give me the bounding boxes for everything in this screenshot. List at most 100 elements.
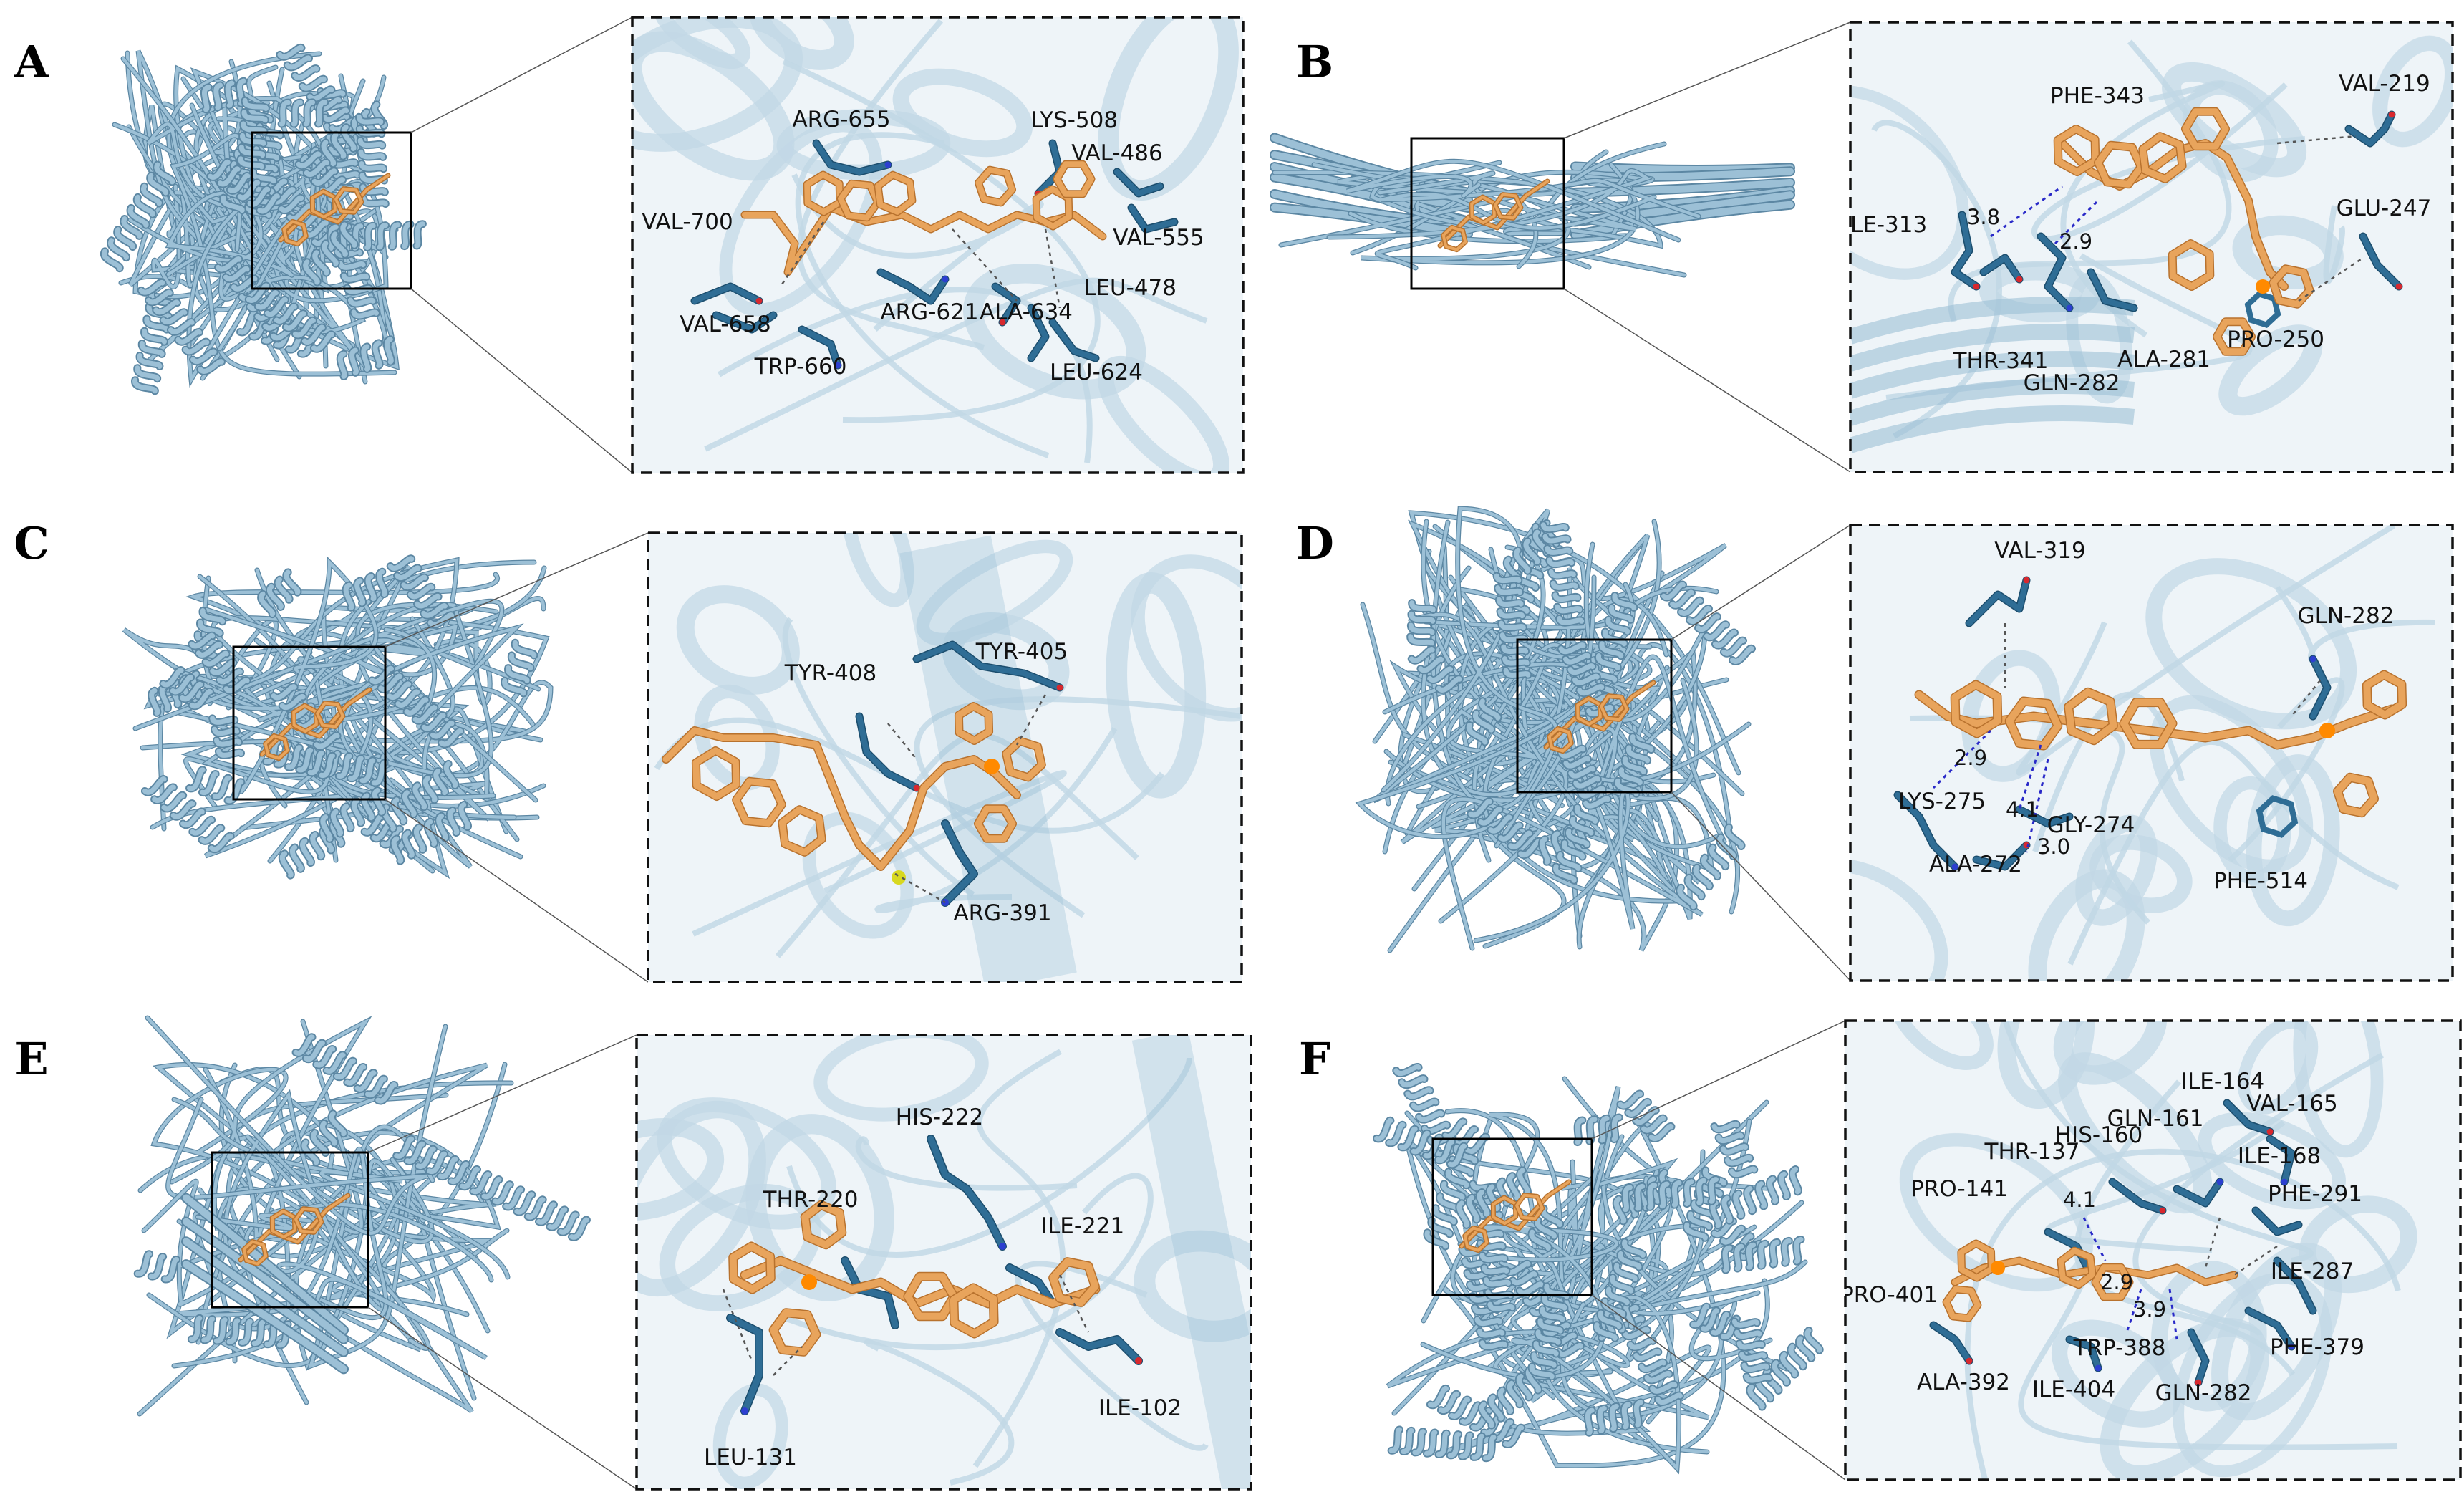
ligand-ring bbox=[2334, 774, 2378, 817]
residue-bond bbox=[2310, 656, 2330, 719]
residue-label: THR-137 bbox=[1984, 1139, 2080, 1165]
residue-label: PHE-343 bbox=[2050, 83, 2145, 109]
helix-turn bbox=[202, 78, 246, 112]
ligand-ring bbox=[804, 172, 843, 215]
ligand-bond bbox=[1460, 1180, 1570, 1248]
zoom-panel-d: VAL-319GLN-282LYS-275GLY-274ALA-272PHE-5… bbox=[1850, 525, 2453, 981]
loop bbox=[1474, 722, 1751, 943]
helix-ghost bbox=[1997, 1021, 2095, 1109]
helix-turn bbox=[1585, 1400, 1643, 1435]
residue-bond bbox=[1056, 1329, 1142, 1364]
helix-ghost bbox=[1106, 572, 1207, 799]
helix-turn bbox=[343, 569, 388, 610]
residue-label: ILE-168 bbox=[2238, 1143, 2321, 1169]
ligand-ring bbox=[2363, 671, 2406, 718]
ligand-ring bbox=[2169, 240, 2213, 290]
helix-turn bbox=[1711, 1218, 1762, 1260]
zoom-panel-f: ILE-164VAL-165GLN-161THR-137HIS-160ILE-1… bbox=[1845, 1021, 2460, 1480]
atom bbox=[2395, 283, 2402, 290]
residue-stick bbox=[2044, 1228, 2095, 1279]
ligand-ring bbox=[778, 806, 826, 856]
helix-turn bbox=[502, 640, 537, 696]
strand bbox=[183, 1261, 347, 1373]
atom bbox=[1973, 283, 1980, 290]
zoom-connector bbox=[1671, 524, 1851, 640]
ligand-ring bbox=[733, 778, 786, 827]
sheet-ghost bbox=[1850, 405, 2135, 453]
helix-ghost bbox=[963, 263, 1146, 400]
residue-label: PRO-141 bbox=[1910, 1176, 2008, 1202]
ligand bbox=[238, 1193, 351, 1267]
loop bbox=[1346, 160, 1681, 242]
helix-turn bbox=[160, 668, 213, 709]
residue-bond bbox=[1114, 169, 1163, 196]
residue-bond bbox=[878, 269, 948, 304]
residue-stick bbox=[2344, 110, 2396, 148]
interaction-line bbox=[2054, 199, 2100, 245]
residue-label: VAL-165 bbox=[2246, 1091, 2338, 1117]
zoom-fill bbox=[648, 533, 1242, 982]
atom bbox=[1951, 863, 1958, 870]
helix-ghost bbox=[2089, 834, 2193, 913]
residue-bond bbox=[927, 1135, 1006, 1250]
atom bbox=[2266, 1128, 2274, 1135]
residue-label: TRP-660 bbox=[754, 354, 847, 380]
ligand-bond bbox=[261, 688, 371, 756]
helix-turn bbox=[277, 44, 357, 133]
atom bbox=[1135, 1357, 1142, 1364]
interaction-line bbox=[2298, 256, 2364, 302]
residue-label: LEU-131 bbox=[704, 1445, 797, 1470]
zoom-connector bbox=[1591, 1294, 1846, 1481]
overview-ligand bbox=[1437, 178, 1550, 253]
atom bbox=[2195, 1379, 2202, 1386]
residue-bond bbox=[1895, 792, 1958, 870]
interaction-line bbox=[1044, 228, 1061, 309]
residue-stick bbox=[912, 640, 1064, 692]
helix-turn bbox=[1691, 1304, 1739, 1339]
ligand-ring bbox=[2057, 1248, 2096, 1288]
helix-turn bbox=[1529, 1284, 1570, 1380]
ligand-ring bbox=[1951, 681, 2001, 737]
helix-turn bbox=[362, 814, 412, 854]
helix-turn bbox=[1456, 1168, 1530, 1228]
overview-box bbox=[232, 645, 387, 801]
residue-stick bbox=[2266, 1135, 2296, 1186]
ligand-ring bbox=[2054, 125, 2099, 175]
ligand-ring bbox=[2092, 1264, 2132, 1300]
residue-label: ILE-164 bbox=[2181, 1069, 2264, 1094]
residue-label: HIS-222 bbox=[896, 1104, 984, 1130]
helix-turn bbox=[1476, 1228, 1515, 1311]
loop bbox=[170, 1018, 370, 1246]
interaction-line bbox=[1015, 694, 1047, 746]
zoom-frame bbox=[1849, 524, 2454, 982]
ligand-ring bbox=[294, 1207, 323, 1234]
zoom-connector bbox=[1591, 1020, 1846, 1140]
helix-turn bbox=[142, 776, 233, 852]
ligand-ring bbox=[875, 172, 915, 215]
ligand-bond bbox=[1439, 180, 1549, 247]
residue-label: ALA-392 bbox=[1917, 1370, 2010, 1395]
residue-label: PHE-514 bbox=[2213, 868, 2308, 894]
helix-turn bbox=[1731, 1319, 1772, 1383]
helix-turn bbox=[1408, 600, 1436, 646]
ligand-ring bbox=[955, 703, 992, 744]
ligand-ring bbox=[1033, 186, 1072, 229]
residue-label: VAL-219 bbox=[2339, 71, 2430, 97]
loop-ghost bbox=[2003, 1021, 2314, 1263]
residue-stick bbox=[1027, 304, 1050, 362]
interaction-line bbox=[952, 228, 1018, 302]
helix-ghost bbox=[712, 1383, 788, 1489]
overview-ligand bbox=[1543, 680, 1656, 754]
overview-box bbox=[1410, 137, 1565, 290]
loop-ghost bbox=[692, 770, 1067, 937]
ligand-ring bbox=[838, 180, 881, 221]
helix-turn bbox=[1710, 1167, 1801, 1228]
helix-turn bbox=[188, 1315, 291, 1348]
residue-bond bbox=[2246, 1308, 2294, 1349]
panel-letter: B bbox=[1296, 36, 1333, 88]
loop-ghost bbox=[2060, 80, 2225, 338]
residue-label: TRP-388 bbox=[2073, 1335, 2166, 1361]
loop-ghost bbox=[2132, 1052, 2384, 1337]
helix-turn bbox=[293, 1034, 397, 1104]
